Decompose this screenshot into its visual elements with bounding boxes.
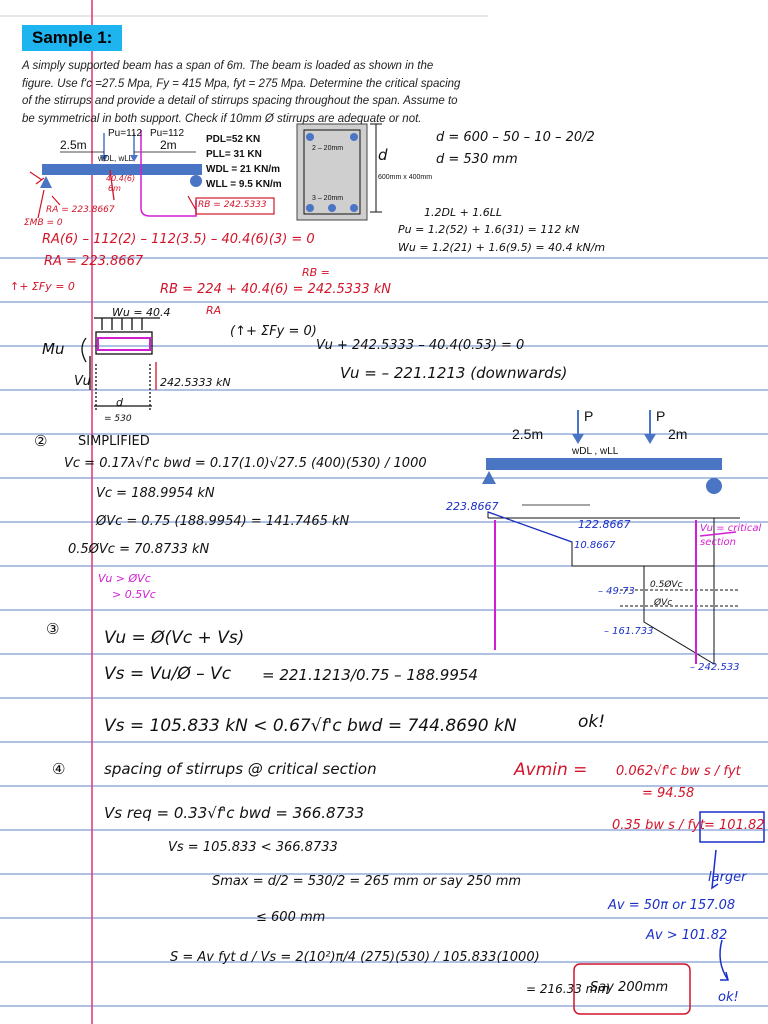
ra-tag: RA: [206, 304, 222, 317]
vs-req-equation: Vs req = 0.33√f'c bwd = 366.8733: [104, 804, 365, 822]
avmin-ok: ok!: [718, 990, 739, 1005]
avmin-eq1b: = 94.58: [642, 786, 695, 801]
load-pdl: PDL=52 KN: [206, 134, 261, 145]
fbd-d-label: d: [116, 396, 123, 409]
step3-equation-2a: Vs = Vu/Ø – Vc: [104, 664, 232, 684]
pu-equation: Pu = 1.2(52) + 1.6(31) = 112 kN: [398, 223, 580, 236]
sfd-half: 0.5ØVc: [650, 580, 683, 590]
section-size-label: 600mm x 400mm: [378, 174, 433, 181]
ra-equation-2: RA = 223.8667: [44, 254, 144, 269]
phivc-value: ØVc = 0.75 (188.9954) = 141.7465 kN: [96, 514, 350, 529]
av-value: Av = 50π or 157.08: [608, 898, 736, 913]
d-equation-2: d = 530 mm: [436, 152, 518, 167]
step3-equation-1: Vu = Ø(Vc + Vs): [104, 628, 245, 648]
vc-equation: Vc = 0.17λ√f'c bwd = 0.17(1.0)√27.5 (400…: [64, 456, 427, 471]
fbd-d-value: = 530: [104, 414, 132, 424]
cross-section: [296, 123, 382, 221]
rb-tag: RB =: [302, 266, 330, 279]
load-6m-note: 6m: [108, 184, 121, 193]
sfd-load-label: wDL , wLL: [572, 446, 619, 457]
load-wdl: WDL = 21 KN/m: [206, 164, 280, 175]
step4-title: spacing of stirrups @ critical section: [104, 760, 377, 778]
vu-equation-1: Vu + 242.5333 – 40.4(0.53) = 0: [316, 338, 525, 353]
sfd-v3: 10.8667: [574, 540, 616, 551]
step3-number: ③: [46, 620, 60, 638]
load-wll: WLL = 9.5 KN/m: [206, 179, 282, 190]
say-spacing: Say 200mm: [590, 980, 669, 995]
wu-equation: Wu = 1.2(21) + 1.6(9.5) = 40.4 kN/m: [398, 241, 606, 254]
ra-equation-1: RA(6) – 112(2) – 112(3.5) – 40.4(6)(3) =…: [42, 232, 315, 247]
compare-2: > 0.5Vc: [112, 588, 156, 601]
sample-title: Sample 1:: [22, 25, 123, 51]
half-phivc-value: 0.5ØVc = 70.8733 kN: [68, 542, 210, 557]
span-b-label: 2m: [160, 138, 177, 152]
section-d-label: d: [378, 146, 388, 164]
sfd-span-b: 2m: [668, 426, 688, 442]
sum-fy-note: ↑+ ΣFy = 0: [10, 280, 75, 293]
horizontal-rules: [0, 15, 768, 1007]
fbd-sketch: [81, 317, 160, 410]
vu-sumfy: (↑+ ΣFy = 0): [230, 324, 317, 339]
step4-number: ④: [52, 760, 66, 778]
sfd-p2: P: [656, 408, 666, 424]
sfd-p1: P: [584, 408, 594, 424]
load-40-note: 40.4(6): [106, 174, 136, 183]
sum-m-note: ΣMB = 0: [24, 218, 63, 228]
d-equation-1: d = 600 – 50 – 10 – 20/2: [436, 130, 595, 145]
avmin-eq1: 0.062√f'c bw s / fyt: [616, 764, 741, 779]
avmin-title: Avmin =: [514, 760, 588, 780]
load-label: wDL, wLL: [98, 154, 134, 163]
bottom-bars-label: 3 – 20mm: [312, 195, 344, 202]
load-pll: PLL= 31 KN: [206, 149, 262, 160]
avmin-larger: larger: [708, 870, 747, 885]
sfd-critical-note: Vu = critical section: [700, 523, 762, 548]
sfd-v4: – 49.73: [598, 586, 635, 597]
sfd-diagram: [482, 410, 740, 665]
sfd-v1: 223.8667: [446, 500, 499, 513]
ra-small: RA = 223.8667: [46, 205, 115, 215]
top-beam-figure: [29, 130, 275, 219]
s-result: = 216.33 mm: [526, 982, 610, 996]
p2-label: Pu=112: [150, 128, 185, 139]
avmin-eq2: 0.35 bw s / fyt: [612, 818, 705, 833]
sfd-span-a: 2.5m: [512, 426, 544, 442]
sfd-v6: – 242.533: [690, 662, 740, 673]
avmin-eq2b: = 101.82: [704, 818, 765, 833]
sfd-v5: – 161.733: [604, 626, 654, 637]
load-combo: 1.2DL + 1.6LL: [424, 206, 503, 219]
rb-small: RB = 242.5333: [198, 200, 267, 210]
vs-compare: Vs = 105.833 < 366.8733: [168, 840, 338, 855]
compare-1: Vu > ØVc: [98, 572, 151, 585]
smax-equation: Smax = d/2 = 530/2 = 265 mm or say 250 m…: [212, 874, 522, 889]
top-bars-label: 2 – 20mm: [312, 145, 344, 152]
av-compare: Av > 101.82: [646, 928, 728, 943]
step3-ok: ok!: [578, 712, 606, 732]
fbd-wu-label: Wu = 40.4: [112, 306, 171, 319]
sfd-v2: 122.8667: [578, 518, 631, 531]
fbd-mu-label: Mu: [42, 340, 65, 358]
vc-value: Vc = 188.9954 kN: [96, 486, 215, 501]
span-a-label: 2.5m: [60, 138, 87, 152]
annotation-marks: [573, 811, 765, 1015]
vu-equation-2: Vu = – 221.1213 (downwards): [340, 364, 568, 382]
p1-label: Pu=112: [108, 128, 143, 139]
smax-limit: ≤ 600 mm: [256, 910, 326, 925]
problem-statement: A simply supported beam has a span of 6m…: [22, 60, 461, 125]
fbd-vu-label: Vu: [74, 374, 91, 389]
step3-equation-2b: = 221.1213/0.75 – 188.9954: [262, 666, 478, 684]
sfd-phivc: ØVc: [654, 598, 673, 608]
step2-number: ②: [34, 432, 48, 450]
s-equation: S = Av fyt d / Vs = 2(10²)π/4 (275)(530)…: [170, 950, 540, 965]
step2-title: SIMPLIFIED: [78, 434, 150, 449]
step3-equation-3: Vs = 105.833 kN < 0.67√f'c bwd = 744.869…: [104, 716, 517, 736]
fbd-reaction-label: 242.5333 kN: [160, 376, 231, 389]
rb-equation: RB = 224 + 40.4(6) = 242.5333 kN: [160, 282, 392, 297]
